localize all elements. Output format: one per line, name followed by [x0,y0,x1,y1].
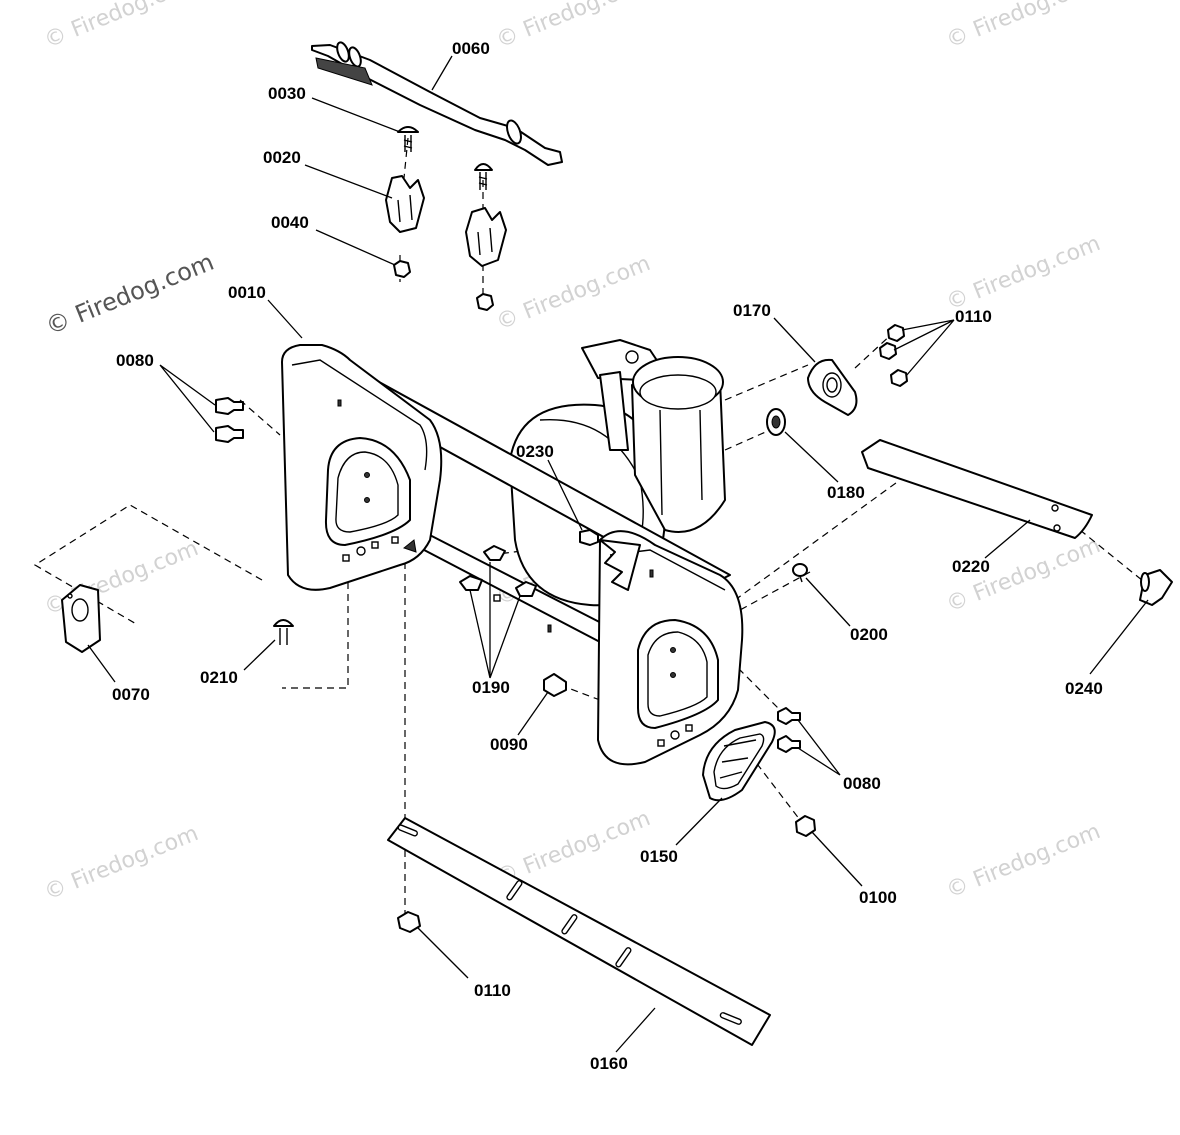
bracket-assembly-right [465,163,507,311]
callout-0240: 0240 [1065,679,1103,698]
watermark: © Firedog.com [943,819,1104,903]
watermark: © Firedog.com [493,0,654,54]
chute-deflector-bar [861,439,1093,539]
bracket-assembly-left [385,126,425,278]
callout-0200: 0200 [850,625,888,644]
callout-0150: 0150 [640,847,678,866]
callout-0020: 0020 [263,148,301,167]
callout-0110-upper: 0110 [955,307,992,326]
callout-0080-right: 0080 [843,774,881,793]
callout-0180: 0180 [827,483,865,502]
chute-crank-rod [311,41,563,166]
callout-0030: 0030 [268,84,306,103]
bearing-flange-left [61,584,101,653]
callout-0010: 0010 [228,283,266,302]
bearing-flange-right [807,358,858,416]
housing-side-left [281,344,443,591]
callout-0040: 0040 [271,213,309,232]
watermark: © Firedog.com [493,251,654,335]
watermark: © Firedog.com [943,0,1104,54]
callout-0100: 0100 [859,888,897,907]
callout-0230: 0230 [516,442,554,461]
watermark: © Firedog.com [41,0,202,54]
callout-0110-lower: 0110 [474,981,511,1000]
nuts-upper [879,324,908,387]
callout-0160: 0160 [590,1054,628,1073]
callout-0070: 0070 [112,685,150,704]
bearing [766,408,786,436]
callout-0060: 0060 [452,39,490,58]
watermark-primary: © Firedog.com [42,248,218,341]
callout-0170: 0170 [733,301,771,320]
callout-0210: 0210 [200,668,238,687]
nut-0100 [795,815,816,837]
plug [792,563,808,583]
knob [1139,569,1173,606]
callout-0220: 0220 [952,557,990,576]
bolts-right [777,707,801,753]
housing-side-right [493,530,744,766]
callout-0190: 0190 [472,678,510,697]
callout-labels: 0060 0030 0020 0040 0010 0080 0230 0170 … [112,39,1103,1073]
callout-0090: 0090 [490,735,528,754]
screws-center [459,529,599,697]
discharge-tube [581,339,726,533]
bolts-left [215,397,244,443]
watermark: © Firedog.com [943,231,1104,315]
carriage-bolt-0210 [273,619,294,645]
bearing-housing [702,721,776,802]
nut-0110-lower [397,911,421,933]
leader-lines [87,55,1149,1053]
callout-0080-left: 0080 [116,351,154,370]
watermark: © Firedog.com [41,821,202,905]
scraper-bar [387,817,771,1046]
break-line [599,539,641,591]
